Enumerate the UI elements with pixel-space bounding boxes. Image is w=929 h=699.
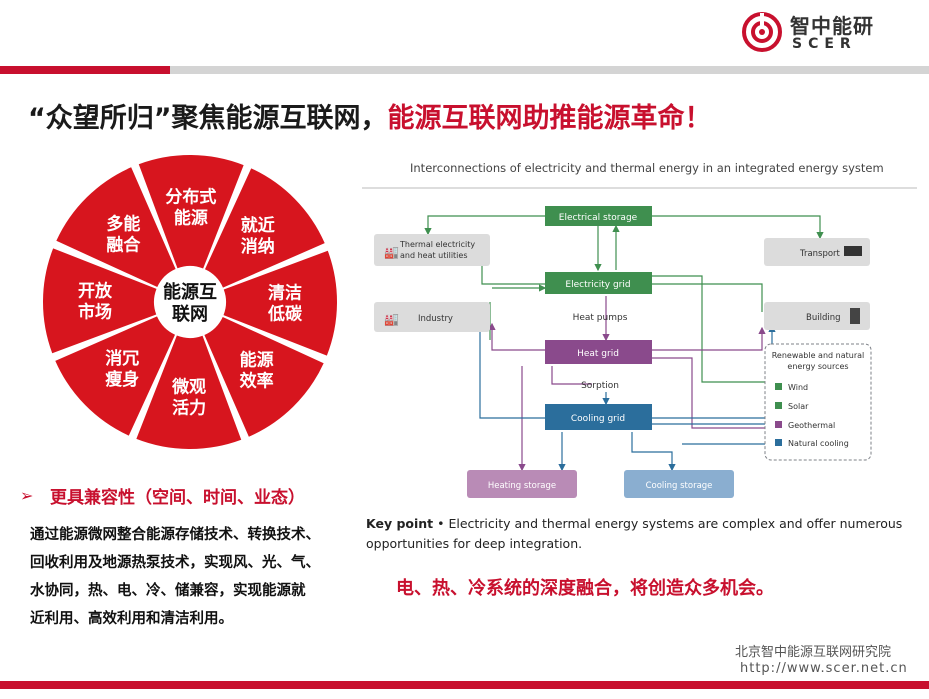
- renewable-sources-box: Renewable and natural energy sources Win…: [764, 343, 872, 461]
- svg-text:Cooling storage: Cooling storage: [646, 481, 713, 491]
- energy-system-diagram: Interconnections of electricity and ther…: [362, 161, 917, 498]
- node-cooling-storage: Cooling storage: [624, 470, 734, 498]
- wheel-segment-label: 多能: [106, 214, 140, 235]
- node-transport: Transport: [764, 238, 870, 266]
- conclusion-text: 电、热、冷系统的深度融合，将创造众多机会。: [396, 578, 774, 599]
- scer-logo-icon: [742, 12, 782, 52]
- footer-url[interactable]: http://www.scer.net.cn: [740, 661, 908, 676]
- node-building: Building: [764, 302, 870, 330]
- svg-text:Heating storage: Heating storage: [488, 481, 556, 491]
- wheel-center-label: 能源互: [163, 281, 217, 303]
- truck-icon: [844, 246, 862, 256]
- node-heating-storage: Heating storage: [467, 470, 577, 498]
- wheel-segment: [204, 316, 324, 437]
- svg-text:Renewable and natural: Renewable and natural: [772, 351, 865, 360]
- bullet-paragraph: 通过能源微网整合能源存储技术、转换技术、 回收利用及地源热泵技术，实现风、光、气…: [30, 521, 355, 633]
- svg-text:Cooling grid: Cooling grid: [571, 414, 625, 424]
- svg-text:energy sources: energy sources: [787, 362, 848, 371]
- logo-text-cn: 智中能研: [790, 14, 874, 38]
- wheel-segment-label: 能源: [174, 208, 208, 229]
- paragraph-line: 水协同，热、电、冷、储兼容，实现能源就: [30, 583, 306, 599]
- svg-text:Wind: Wind: [788, 383, 808, 392]
- wheel-segment-label: 市场: [78, 302, 112, 323]
- footer-org: 北京智中能源互联网研究院: [735, 645, 892, 660]
- wheel-segment-label: 微观: [171, 376, 206, 397]
- bottom-bar: [0, 681, 929, 689]
- paragraph-line: 通过能源微网整合能源存储技术、转换技术、: [30, 527, 320, 543]
- header-band-red: [0, 66, 170, 74]
- bullet-heading: 更具兼容性（空间、时间、业态）: [50, 488, 305, 508]
- svg-text:Electricity grid: Electricity grid: [565, 280, 630, 290]
- wheel-segment-label: 活力: [172, 397, 206, 418]
- wheel-segment-label: 低碳: [267, 303, 303, 324]
- node-industry: 🏭 Industry: [374, 302, 490, 332]
- wheel-segment-label: 就近: [241, 215, 275, 236]
- wheel-segment-label: 效率: [240, 370, 274, 391]
- svg-text:Geothermal: Geothermal: [788, 421, 835, 430]
- wheel-segment-label: 开放: [78, 281, 113, 302]
- wheel-segment-label: 瘦身: [105, 369, 139, 390]
- wheel-segment-label: 消冗: [105, 348, 139, 369]
- svg-text:Heat grid: Heat grid: [577, 349, 619, 359]
- wheel-center-label: 联网: [172, 304, 208, 325]
- wheel-segment: [56, 167, 176, 288]
- paragraph-line: 回收利用及地源热泵技术，实现风、光、气、: [30, 555, 320, 571]
- wheel-segment-label: 融合: [106, 235, 141, 256]
- svg-text:Electrical storage: Electrical storage: [559, 213, 638, 223]
- wheel-segment: [136, 335, 242, 449]
- wheel-segment-label: 分布式: [165, 187, 216, 208]
- key-point-text: • Electricity and thermal energy systems…: [366, 516, 903, 551]
- svg-text:Transport: Transport: [799, 249, 841, 259]
- factory-icon: 🏭: [384, 245, 399, 259]
- svg-text:Solar: Solar: [788, 402, 809, 411]
- wheel-segment-label: 能源: [240, 349, 274, 370]
- wheel-segment: [42, 248, 157, 354]
- svg-text:Building: Building: [806, 313, 840, 323]
- energy-internet-wheel: 分布式能源就近消纳清洁低碳能源效率微观活力消冗瘦身开放市场多能融合能源互联网: [42, 155, 337, 449]
- header-band-gray: [170, 66, 929, 74]
- logo-text-en: SCER: [792, 36, 857, 52]
- node-heat-grid: Heat grid: [545, 340, 652, 364]
- svg-text:Natural cooling: Natural cooling: [788, 439, 849, 448]
- label-sorption: Sorption: [581, 381, 619, 391]
- wheel-segment-label: 消纳: [241, 236, 275, 257]
- paragraph-line: 近利用、高效利用和清洁利用。: [30, 611, 233, 627]
- node-electricity-grid: Electricity grid: [545, 272, 652, 294]
- wheel-segment: [223, 250, 337, 356]
- diagram-title: Interconnections of electricity and ther…: [410, 161, 884, 175]
- slide-title-part2: 能源互联网助推能源革命！: [387, 103, 712, 134]
- bullet-arrow-icon: ➢: [20, 486, 34, 505]
- svg-text:Thermal electricity: Thermal electricity: [399, 240, 475, 249]
- building-icon: [850, 308, 860, 324]
- slide-title-part1: “众望所归”聚焦能源互联网，: [28, 103, 388, 134]
- label-heat-pumps: Heat pumps: [573, 313, 628, 323]
- node-thermal-utilities: 🏭 Thermal electricity and heat utilities: [374, 234, 490, 266]
- node-electrical-storage: Electrical storage: [545, 206, 652, 226]
- svg-text:Industry: Industry: [418, 314, 453, 324]
- key-point-label: Key point: [366, 516, 434, 531]
- key-point: Key point • Electricity and thermal ener…: [366, 514, 916, 554]
- wheel-segment: [138, 155, 244, 269]
- industry-icon: 🏭: [384, 312, 399, 326]
- wheel-segment: [55, 316, 176, 436]
- slide-title: “众望所归”聚焦能源互联网，能源互联网助推能源革命！: [28, 96, 712, 135]
- wheel-center: [157, 269, 223, 335]
- wheel-segment: [204, 168, 325, 288]
- svg-text:and heat utilities: and heat utilities: [400, 251, 468, 260]
- wheel-segment-label: 清洁: [268, 282, 302, 303]
- node-cooling-grid: Cooling grid: [545, 404, 652, 430]
